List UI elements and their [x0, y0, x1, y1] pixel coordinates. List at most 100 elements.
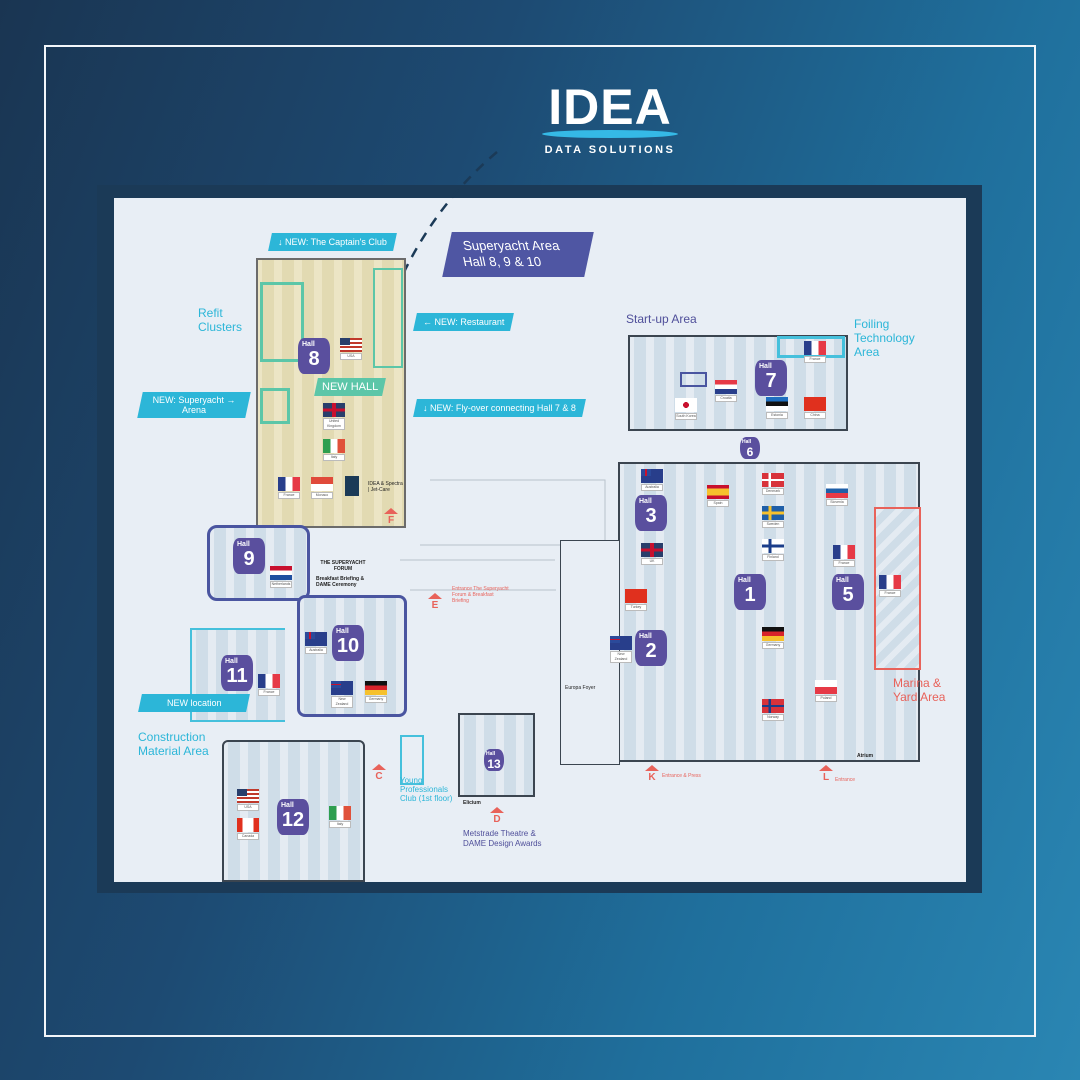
hall-label: Hall — [336, 628, 349, 635]
hall-label: Hall — [738, 577, 751, 584]
refit-clusters-label: Refit Clusters — [198, 306, 243, 334]
flag-label: Finland — [762, 554, 784, 561]
marina-yard-label: Marina & Yard Area — [893, 676, 946, 704]
flag-label: Italy — [329, 821, 351, 828]
flag-label: Slovenia — [826, 499, 848, 506]
flag-france: France — [258, 674, 280, 696]
flag-germany: Germany — [365, 681, 387, 703]
hall-number: 7 — [765, 370, 777, 392]
flag-label: USA — [340, 353, 362, 360]
foiling-area-label: Foiling Technology Area — [854, 317, 915, 359]
flag-label: Germany — [762, 642, 784, 649]
tag-text: ↓ NEW: The Captain's Club — [278, 237, 387, 247]
flag-label: France — [278, 492, 300, 499]
flag-label: France — [833, 560, 855, 567]
entrance-f[interactable]: F — [384, 508, 398, 526]
hall-label: Hall — [486, 751, 496, 757]
entrance-c[interactable]: C — [372, 764, 386, 782]
elicium-label: Elicium — [463, 800, 481, 806]
flag-sweden: Sweden — [762, 506, 784, 528]
hall-label: Hall — [237, 541, 250, 548]
flag-label: UK — [641, 558, 663, 565]
atrium-label: Atrium — [857, 753, 874, 759]
hall-number: 10 — [336, 635, 360, 657]
superyacht-arena-zone — [260, 388, 290, 424]
flag-usa: USA — [340, 338, 362, 360]
hall-number: 5 — [842, 584, 854, 606]
hall-label: Hall — [759, 363, 772, 370]
europa-foyer-label: Europa Foyer — [565, 685, 596, 691]
tag-flyover: ↓ NEW: Fly-over connecting Hall 7 & 8 — [413, 399, 586, 417]
flag-label: Denmark — [762, 488, 784, 495]
restaurant-zone — [373, 268, 403, 368]
flag-france-marina: France — [879, 575, 901, 597]
hall-label: Hall — [302, 341, 315, 348]
entrance-e[interactable]: E — [428, 593, 442, 611]
flag-united-kingdom: United Kingdom — [323, 403, 345, 430]
flag-france: France — [804, 341, 826, 363]
refit-cluster — [260, 282, 304, 362]
flag-label: Canada — [237, 833, 259, 840]
flag-italy: Italy — [329, 806, 351, 828]
tag-superyacht-arena: NEW: Superyacht → Arena — [137, 392, 251, 418]
flag-label: France — [804, 356, 826, 363]
tag-text: NEW HALL — [322, 381, 379, 393]
flag-new-zealand: New Zealand — [610, 636, 632, 663]
flag-label: Turkey — [625, 604, 647, 611]
jetcare-label: IDEA & Spectra | Jet-Care — [368, 481, 403, 493]
tag-text: ↓ NEW: Fly-over connecting Hall 7 & 8 — [423, 403, 576, 413]
flag-australia: Australia — [305, 632, 327, 654]
hall-number: 2 — [645, 640, 657, 662]
flag-label: Italy — [323, 454, 345, 461]
flag-norway: Norway — [762, 699, 784, 721]
hall-label: Hall — [225, 658, 238, 665]
flag-uk: UK — [641, 543, 663, 565]
flag-label: Sweden — [762, 521, 784, 528]
hall-number: 11 — [226, 665, 248, 687]
idea-logo: IDEA DATA SOLUTIONS — [520, 82, 700, 156]
hall-13-building[interactable] — [458, 713, 535, 797]
flag-france: France — [278, 477, 300, 499]
flag-label: Monaco — [311, 492, 333, 499]
flag-spain: Spain — [707, 485, 729, 507]
tag-text: NEW: Superyacht → Arena — [152, 395, 236, 415]
hall-number: 8 — [308, 348, 320, 370]
young-professionals-club[interactable] — [400, 735, 424, 785]
flag-turkey: Turkey — [625, 589, 647, 611]
flag-usa: USA — [237, 789, 259, 811]
hall-number: 12 — [281, 809, 305, 831]
flag-slovenia: Slovenia — [826, 484, 848, 506]
hall-number: 9 — [243, 548, 255, 570]
flag-label: Australia — [305, 647, 327, 654]
flag-new-zealand: New Zealand — [331, 681, 353, 708]
forum-sub-label: Breakfast Briefing & DAME Ceremony — [316, 576, 365, 588]
hall-label: Hall — [836, 577, 849, 584]
flag-label: Croatia — [715, 395, 737, 402]
entrance-d[interactable]: D — [490, 807, 504, 825]
entrance-k-text: Entrance & Press — [662, 773, 701, 779]
flag-label: United Kingdom — [323, 418, 345, 430]
hall-number: 13 — [487, 757, 501, 771]
entrance-k[interactable]: K — [645, 765, 659, 783]
tag-text: ← NEW: Restaurant — [423, 317, 505, 327]
jetcare-stand — [345, 476, 359, 496]
flag-label: Poland — [815, 695, 837, 702]
entrance-l[interactable]: L — [819, 765, 833, 783]
superyacht-area-line1: Superyacht Area — [461, 238, 561, 253]
flag-label: Estonia — [766, 412, 788, 419]
startup-area-label: Start-up Area — [626, 312, 697, 326]
young-professionals-label: Young Professionals Club (1st floor) — [400, 776, 453, 803]
